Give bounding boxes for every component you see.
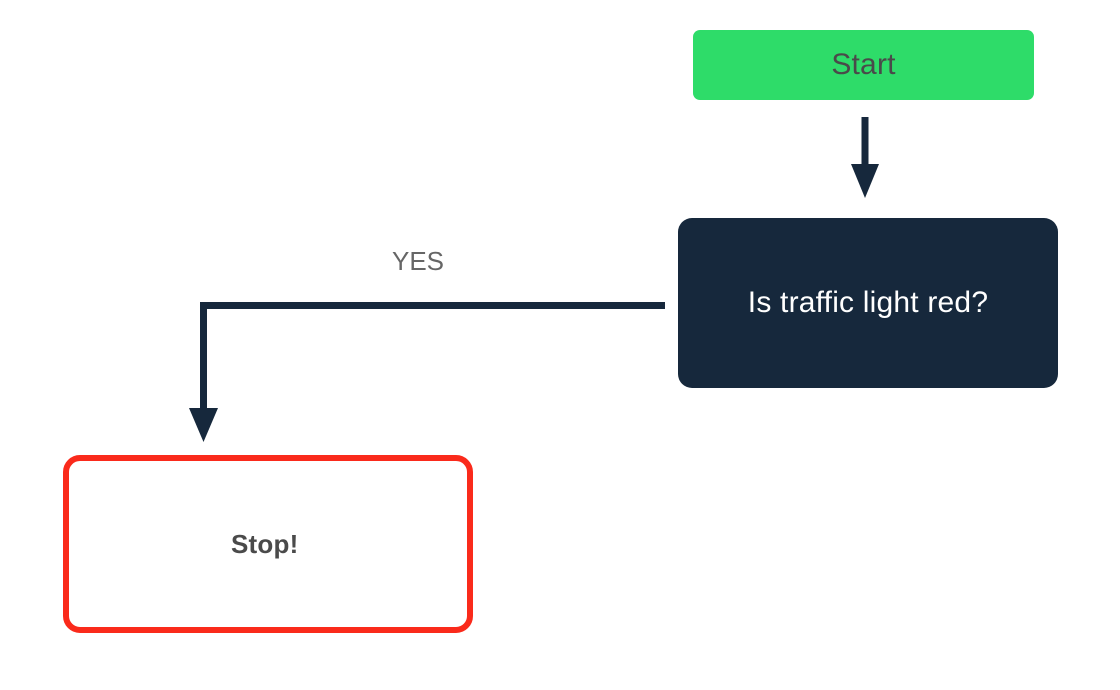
edge-start-to-decision <box>851 117 879 198</box>
edge-label-yes: YES <box>392 246 445 276</box>
edge-decision-to-stop-shaft <box>200 302 665 410</box>
node-stop-label: Stop! <box>231 529 299 559</box>
node-start[interactable]: Start <box>693 30 1034 100</box>
node-decision[interactable]: Is traffic light red? <box>678 218 1058 388</box>
edge-decision-to-stop <box>189 302 665 442</box>
node-stop[interactable]: Stop! <box>63 455 473 633</box>
node-decision-label: Is traffic light red? <box>747 286 989 319</box>
edge-start-to-decision-arrowhead <box>851 164 879 198</box>
edge-decision-to-stop-arrowhead <box>189 408 218 442</box>
node-start-label: Start <box>831 48 896 81</box>
